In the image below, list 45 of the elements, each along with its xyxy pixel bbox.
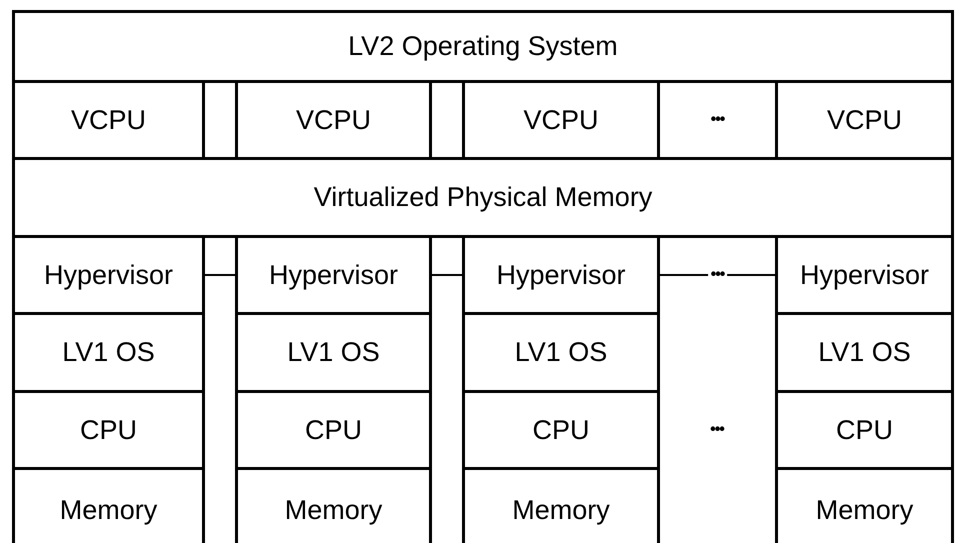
component-box (12, 235, 205, 315)
box-label: LV1 OS (287, 337, 380, 368)
box-label: Memory (816, 494, 914, 526)
box-label: LV1 OS (62, 337, 155, 368)
component-box (12, 80, 205, 160)
layer-box (12, 10, 954, 83)
component-box (775, 467, 954, 543)
box-label: VCPU (296, 104, 371, 136)
box-label: VCPU (826, 104, 902, 136)
box-label: Hypervisor (268, 260, 398, 290)
box-label: CPU (532, 414, 590, 446)
box-label: VCPU (523, 104, 598, 136)
component-box (462, 390, 660, 470)
box-label: LV2 Operating System (348, 31, 618, 62)
box-label: LV1 OS (818, 337, 911, 368)
component-box (235, 312, 432, 393)
box-label: Memory (284, 494, 382, 526)
box-label: LV1 OS (514, 337, 608, 368)
component-box (775, 390, 954, 470)
box-label: Memory (60, 494, 158, 526)
component-box (12, 390, 205, 470)
component-box (12, 467, 205, 543)
ellipsis: ••• (710, 111, 724, 129)
box-label: Virtualized Physical Memory (314, 182, 652, 213)
box-label: Memory (512, 494, 610, 526)
component-box (235, 467, 432, 543)
box-label: Hypervisor (800, 260, 930, 290)
component-box (462, 235, 660, 315)
box-label: CPU (836, 414, 893, 446)
component-box (462, 312, 660, 393)
component-box (775, 235, 954, 315)
connector-line (205, 274, 235, 276)
component-box (462, 467, 660, 543)
box-label: CPU (304, 414, 362, 446)
component-box (235, 235, 432, 315)
component-box (12, 312, 205, 393)
component-box (235, 80, 432, 160)
box-label: VCPU (70, 104, 146, 136)
component-box (775, 312, 954, 393)
connector-line (432, 274, 462, 276)
box-label: Hypervisor (496, 260, 626, 290)
box-label: CPU (80, 414, 137, 446)
box-label: Hypervisor (44, 260, 174, 290)
component-box (235, 390, 432, 470)
layer-box (12, 157, 954, 238)
